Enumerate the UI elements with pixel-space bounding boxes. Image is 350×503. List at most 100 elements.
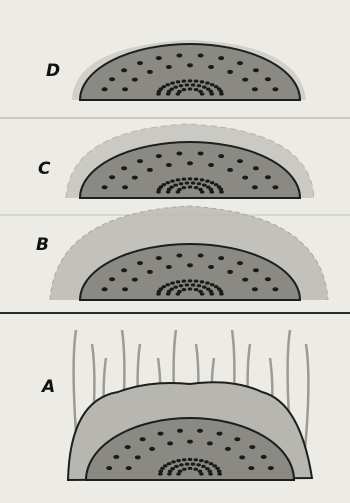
- center-ring-dot: [205, 282, 210, 285]
- center-ring-dot: [210, 83, 215, 86]
- center-ring-dot: [196, 463, 201, 466]
- center-ring-dot: [194, 88, 199, 91]
- center-ring-dot: [174, 465, 179, 468]
- center-ring-dot: [188, 467, 193, 470]
- dome-dot: [147, 70, 153, 74]
- center-ring-dot: [177, 290, 182, 293]
- center-ring-dot: [158, 472, 163, 475]
- dome-dot: [156, 154, 162, 158]
- dome-dot: [227, 270, 233, 274]
- dome-dot: [132, 278, 138, 282]
- center-ring-dot: [179, 463, 184, 466]
- center-ring-dot: [182, 178, 187, 181]
- center-ring-dot: [167, 472, 172, 475]
- center-ring-dot: [198, 470, 203, 473]
- center-ring-dot: [188, 287, 193, 290]
- dome-dot: [261, 455, 267, 459]
- center-ring-dot: [170, 467, 175, 470]
- center-ring-dot: [202, 286, 207, 289]
- center-ring-dot: [182, 80, 187, 83]
- center-ring-dot: [210, 181, 215, 184]
- dome-dot: [125, 445, 131, 449]
- center-ring-dot: [191, 283, 196, 286]
- center-ring-dot: [185, 181, 190, 184]
- center-ring-dot: [168, 470, 173, 473]
- dome-dot: [122, 287, 128, 291]
- center-ring-dot: [170, 82, 175, 85]
- center-ring-dot: [162, 285, 167, 288]
- dome-dot: [126, 466, 132, 470]
- center-ring-dot: [185, 83, 190, 86]
- dome-dot: [109, 175, 115, 179]
- dome-dot: [272, 185, 278, 189]
- center-ring-dot: [215, 467, 220, 470]
- center-ring-dot: [170, 180, 175, 183]
- center-ring-dot: [188, 87, 193, 90]
- dome-dot: [187, 63, 193, 67]
- center-ring-dot: [176, 459, 181, 462]
- center-ring-dot: [199, 472, 204, 475]
- dome-dot: [122, 87, 128, 91]
- center-ring-dot: [200, 178, 205, 181]
- center-ring-dot: [210, 292, 215, 295]
- center-ring-dot: [177, 90, 182, 93]
- dome-dot: [218, 154, 224, 158]
- dome-dot: [113, 455, 119, 459]
- center-ring-dot: [200, 292, 205, 295]
- center-ring-dot: [200, 92, 205, 95]
- dome-dot: [132, 176, 138, 180]
- dome-dot: [253, 68, 259, 72]
- center-ring-dot: [169, 288, 174, 291]
- center-ring-dot: [166, 283, 171, 286]
- dome-dot: [272, 287, 278, 291]
- dome-dot: [102, 87, 108, 91]
- dome-dot: [167, 441, 173, 445]
- center-ring-dot: [197, 284, 202, 287]
- dome-dot: [252, 185, 258, 189]
- center-ring-dot: [188, 279, 193, 282]
- center-ring-dot: [182, 288, 187, 291]
- center-ring-dot: [208, 470, 213, 473]
- dome-dot: [166, 265, 172, 269]
- dome-dot: [122, 185, 128, 189]
- dome-dot: [208, 65, 214, 69]
- center-ring-dot: [219, 92, 224, 95]
- panel-label-a: A: [40, 377, 55, 397]
- dome-dot: [242, 78, 248, 82]
- dome-dot: [158, 432, 164, 436]
- center-ring-dot: [188, 79, 193, 82]
- center-ring-dot: [188, 177, 193, 180]
- dome-dot: [242, 176, 248, 180]
- dome-dot: [137, 261, 143, 265]
- center-ring-dot: [205, 180, 210, 183]
- dome-dot: [265, 277, 271, 281]
- dome-dot: [106, 466, 112, 470]
- center-ring-dot: [194, 186, 199, 189]
- dome-dot: [227, 70, 233, 74]
- dome-dot: [102, 287, 108, 291]
- center-ring-dot: [169, 186, 174, 189]
- center-ring-dot: [202, 184, 207, 187]
- center-ring-dot: [191, 463, 196, 466]
- center-ring-dot: [179, 84, 184, 87]
- center-ring-dot: [188, 458, 193, 461]
- center-ring-dot: [167, 462, 172, 465]
- dome-dot: [132, 78, 138, 82]
- center-ring-dot: [163, 464, 168, 467]
- dome-dot: [248, 466, 254, 470]
- center-ring-dot: [210, 92, 215, 95]
- center-ring-dot: [176, 178, 181, 181]
- dome-dot: [149, 447, 155, 451]
- dome-dot: [166, 65, 172, 69]
- center-ring-dot: [193, 468, 198, 471]
- dome-dot: [265, 77, 271, 81]
- dome-dot: [252, 287, 258, 291]
- dome-dot: [102, 185, 108, 189]
- center-ring-dot: [182, 186, 187, 189]
- dome-dot: [198, 152, 204, 156]
- center-ring-dot: [204, 460, 209, 463]
- center-ring-dot: [212, 464, 217, 467]
- dome-dot: [197, 429, 203, 433]
- center-ring-dot: [176, 472, 181, 475]
